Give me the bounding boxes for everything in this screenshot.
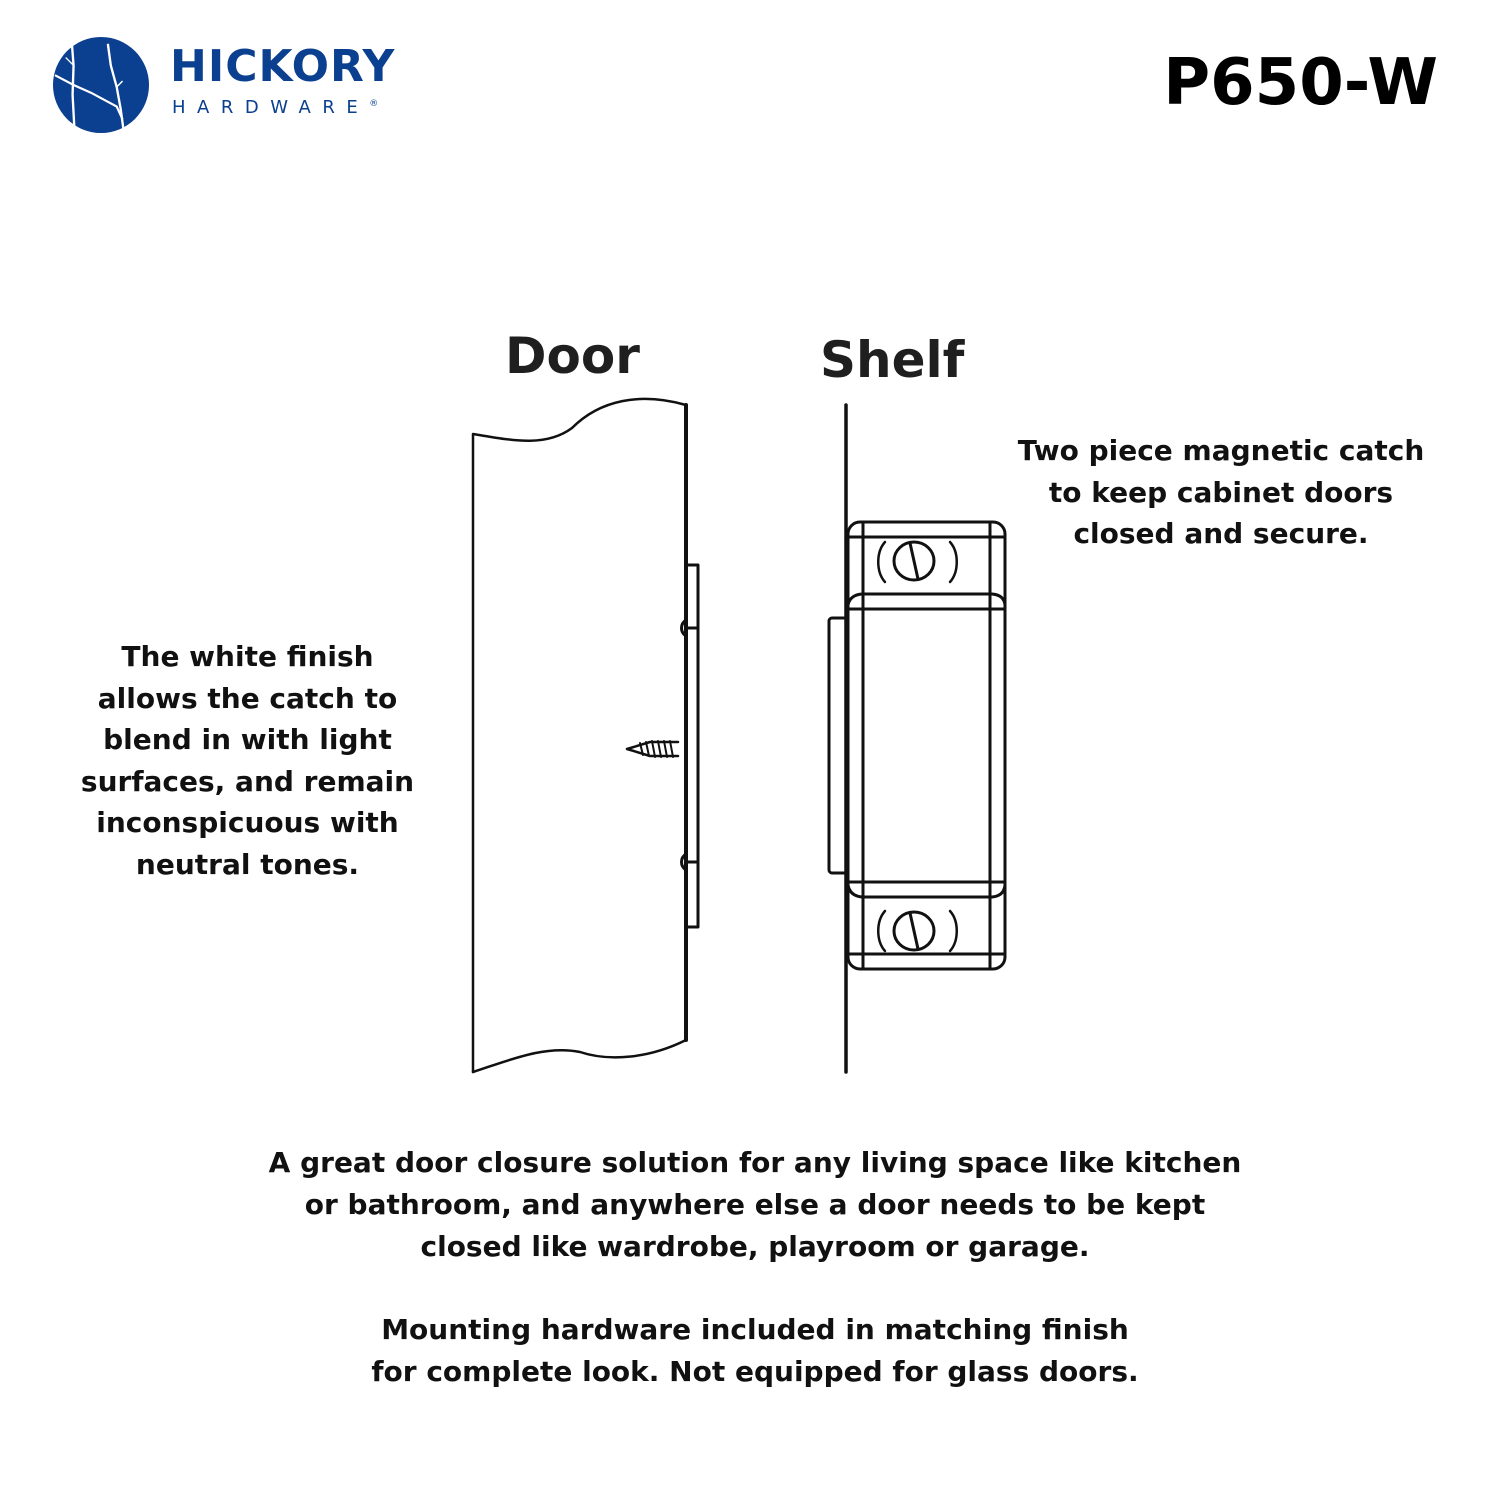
callout-line: neutral tones.	[135, 847, 360, 881]
catch-screws-icon	[877, 540, 958, 953]
description-line: or bathroom, and anywhere else a door ne…	[304, 1188, 1206, 1221]
callout-line: Two piece magnetic catch	[1017, 434, 1425, 467]
description-paragraph-usage: A great door closure solution for any li…	[150, 1142, 1360, 1268]
registered-mark: ®	[369, 99, 379, 109]
product-model: P650-W	[1163, 46, 1438, 120]
door-label: Door	[505, 327, 640, 385]
description-line: A great door closure solution for any li…	[268, 1146, 1242, 1179]
description-line: Mounting hardware included in matching f…	[381, 1313, 1129, 1346]
brand-name: HICKORY	[170, 41, 396, 92]
brand-subname: HARDWARE®	[172, 94, 378, 118]
feature-callout-magnetic: Two piece magnetic catch to keep cabinet…	[995, 430, 1447, 555]
description-line: for complete look. Not equipped for glas…	[371, 1355, 1139, 1388]
callout-line: allows the catch to	[97, 681, 398, 715]
shelf-label: Shelf	[820, 331, 965, 389]
strike-plate	[680, 563, 700, 929]
callout-line: to keep cabinet doors	[1048, 475, 1394, 509]
callout-line: surfaces, and remain	[80, 764, 415, 798]
door-panel	[471, 397, 688, 1074]
brand-logo: HICKORY HARDWARE®	[52, 34, 412, 134]
callout-line: blend in with light	[103, 723, 392, 756]
callout-line: closed and secure.	[1073, 517, 1369, 550]
feature-callout-finish: The white finish allows the catch to ble…	[55, 636, 440, 885]
magnetic-catch-body	[827, 520, 1007, 971]
mounting-screw-icon	[625, 740, 680, 758]
branch-circle-logo-icon	[52, 36, 150, 134]
brand-subname-text: HARDWARE	[172, 97, 370, 118]
description-line: closed like wardrobe, playroom or garage…	[420, 1230, 1090, 1263]
callout-line: The white finish	[121, 640, 374, 673]
callout-line: inconspicuous with	[96, 806, 399, 839]
product-description: A great door closure solution for any li…	[150, 1142, 1360, 1393]
description-paragraph-hardware: Mounting hardware included in matching f…	[150, 1309, 1360, 1393]
